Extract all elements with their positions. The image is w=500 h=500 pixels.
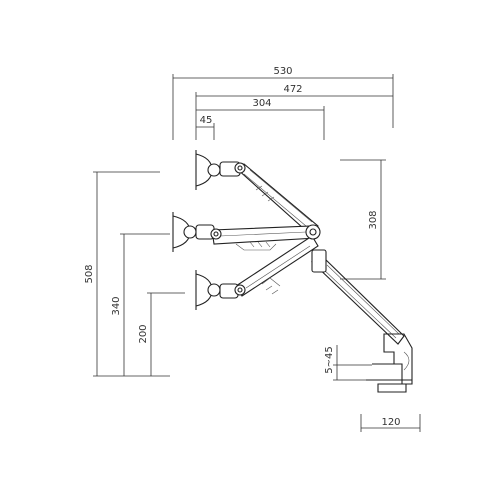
- dimension-530: 530: [172, 66, 394, 140]
- arm-pole: [310, 249, 405, 345]
- dim-label-340: 340: [111, 296, 122, 315]
- dimension-200: 200: [138, 292, 185, 376]
- dimension-304: 304: [196, 98, 325, 140]
- dim-label-308: 308: [368, 210, 379, 229]
- desk-clamp: [366, 333, 413, 393]
- dimension-508: 508: [84, 171, 170, 377]
- vesa-mount-middle: [172, 212, 222, 252]
- elbow-joint: [305, 224, 321, 240]
- dim-label-clamp: 5~45: [324, 346, 335, 373]
- dim-label-472: 472: [283, 84, 302, 95]
- dim-label-530: 530: [273, 66, 292, 77]
- dim-label-120: 120: [381, 417, 400, 428]
- vesa-mount-upper: [195, 150, 246, 190]
- dimension-340: 340: [111, 233, 170, 376]
- vesa-mount-lower: [195, 270, 246, 310]
- dim-label-508: 508: [84, 264, 95, 283]
- dim-label-45: 45: [200, 115, 213, 126]
- dimension-472: 472: [195, 84, 393, 140]
- dim-label-304: 304: [252, 98, 271, 109]
- dimension-120: 120: [360, 414, 421, 432]
- dimension-clamp: 5~45: [324, 345, 372, 381]
- dim-label-200: 200: [138, 324, 149, 343]
- dimension-45: 45: [196, 115, 215, 140]
- arm-lower-position: [235, 235, 319, 297]
- dimension-308: 308: [340, 159, 386, 280]
- arm-upper-position: [235, 163, 319, 237]
